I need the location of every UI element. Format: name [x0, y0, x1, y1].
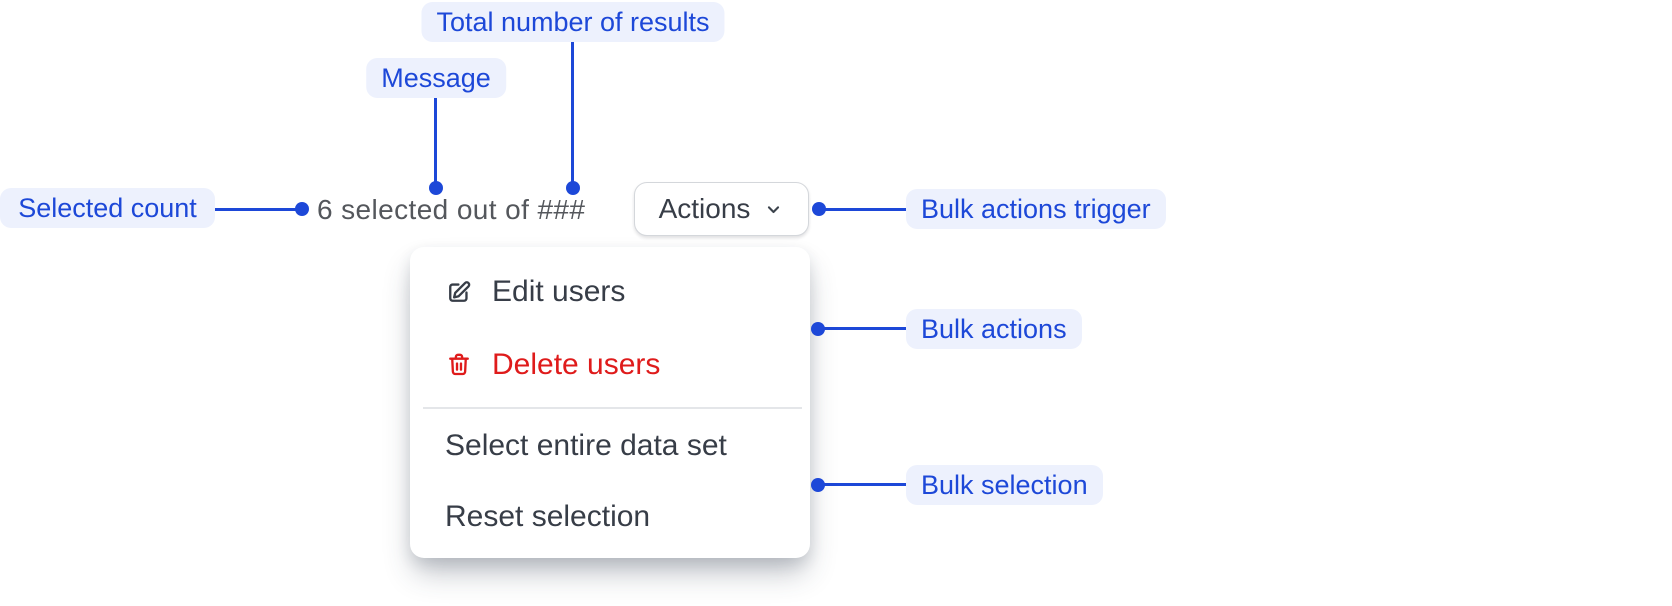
menu-item-label: Edit users [492, 275, 626, 308]
annotation-total-number-of-results: Total number of results [421, 2, 725, 42]
menu-item-edit-users[interactable]: Edit users [410, 262, 810, 322]
annotation-bulk-actions: Bulk actions [906, 309, 1082, 349]
selection-count-message: 6 selected out of ### [317, 194, 586, 225]
connector-dot-bulk-actions-trigger [812, 202, 826, 216]
connector-line-bulk-selection [816, 483, 932, 486]
bulk-actions-trigger-button[interactable]: Actions [634, 182, 809, 236]
connector-dot-bulk-selection [811, 478, 825, 492]
connector-line-bulk-actions-trigger [820, 208, 932, 211]
chevron-down-icon [763, 199, 784, 220]
annotation-bulk-selection: Bulk selection [906, 465, 1103, 505]
connector-line-selected-count [185, 208, 305, 211]
menu-item-label: Reset selection [445, 500, 651, 533]
bulk-actions-menu: Edit users Delete users Select entire da… [410, 247, 810, 558]
menu-item-label: Select entire data set [445, 429, 727, 462]
connector-dot-total-results [566, 181, 580, 195]
menu-item-reset-selection[interactable]: Reset selection [410, 487, 810, 547]
connector-line-bulk-actions [816, 327, 932, 330]
menu-item-label: Delete users [492, 348, 661, 381]
connector-dot-message [429, 181, 443, 195]
annotation-bulk-actions-trigger: Bulk actions trigger [906, 189, 1166, 229]
connector-dot-selected-count [295, 202, 309, 216]
edit-icon [445, 278, 473, 306]
annotation-selected-count: Selected count [0, 188, 215, 228]
menu-item-delete-users[interactable]: Delete users [410, 335, 810, 395]
menu-divider [423, 407, 802, 409]
trash-icon [445, 351, 473, 379]
annotation-message: Message [366, 58, 506, 98]
connector-line-total-results [571, 41, 574, 190]
actions-button-label: Actions [658, 193, 751, 224]
connector-dot-bulk-actions [811, 322, 825, 336]
connector-line-message [434, 95, 437, 190]
menu-item-select-entire-data-set[interactable]: Select entire data set [410, 416, 810, 476]
